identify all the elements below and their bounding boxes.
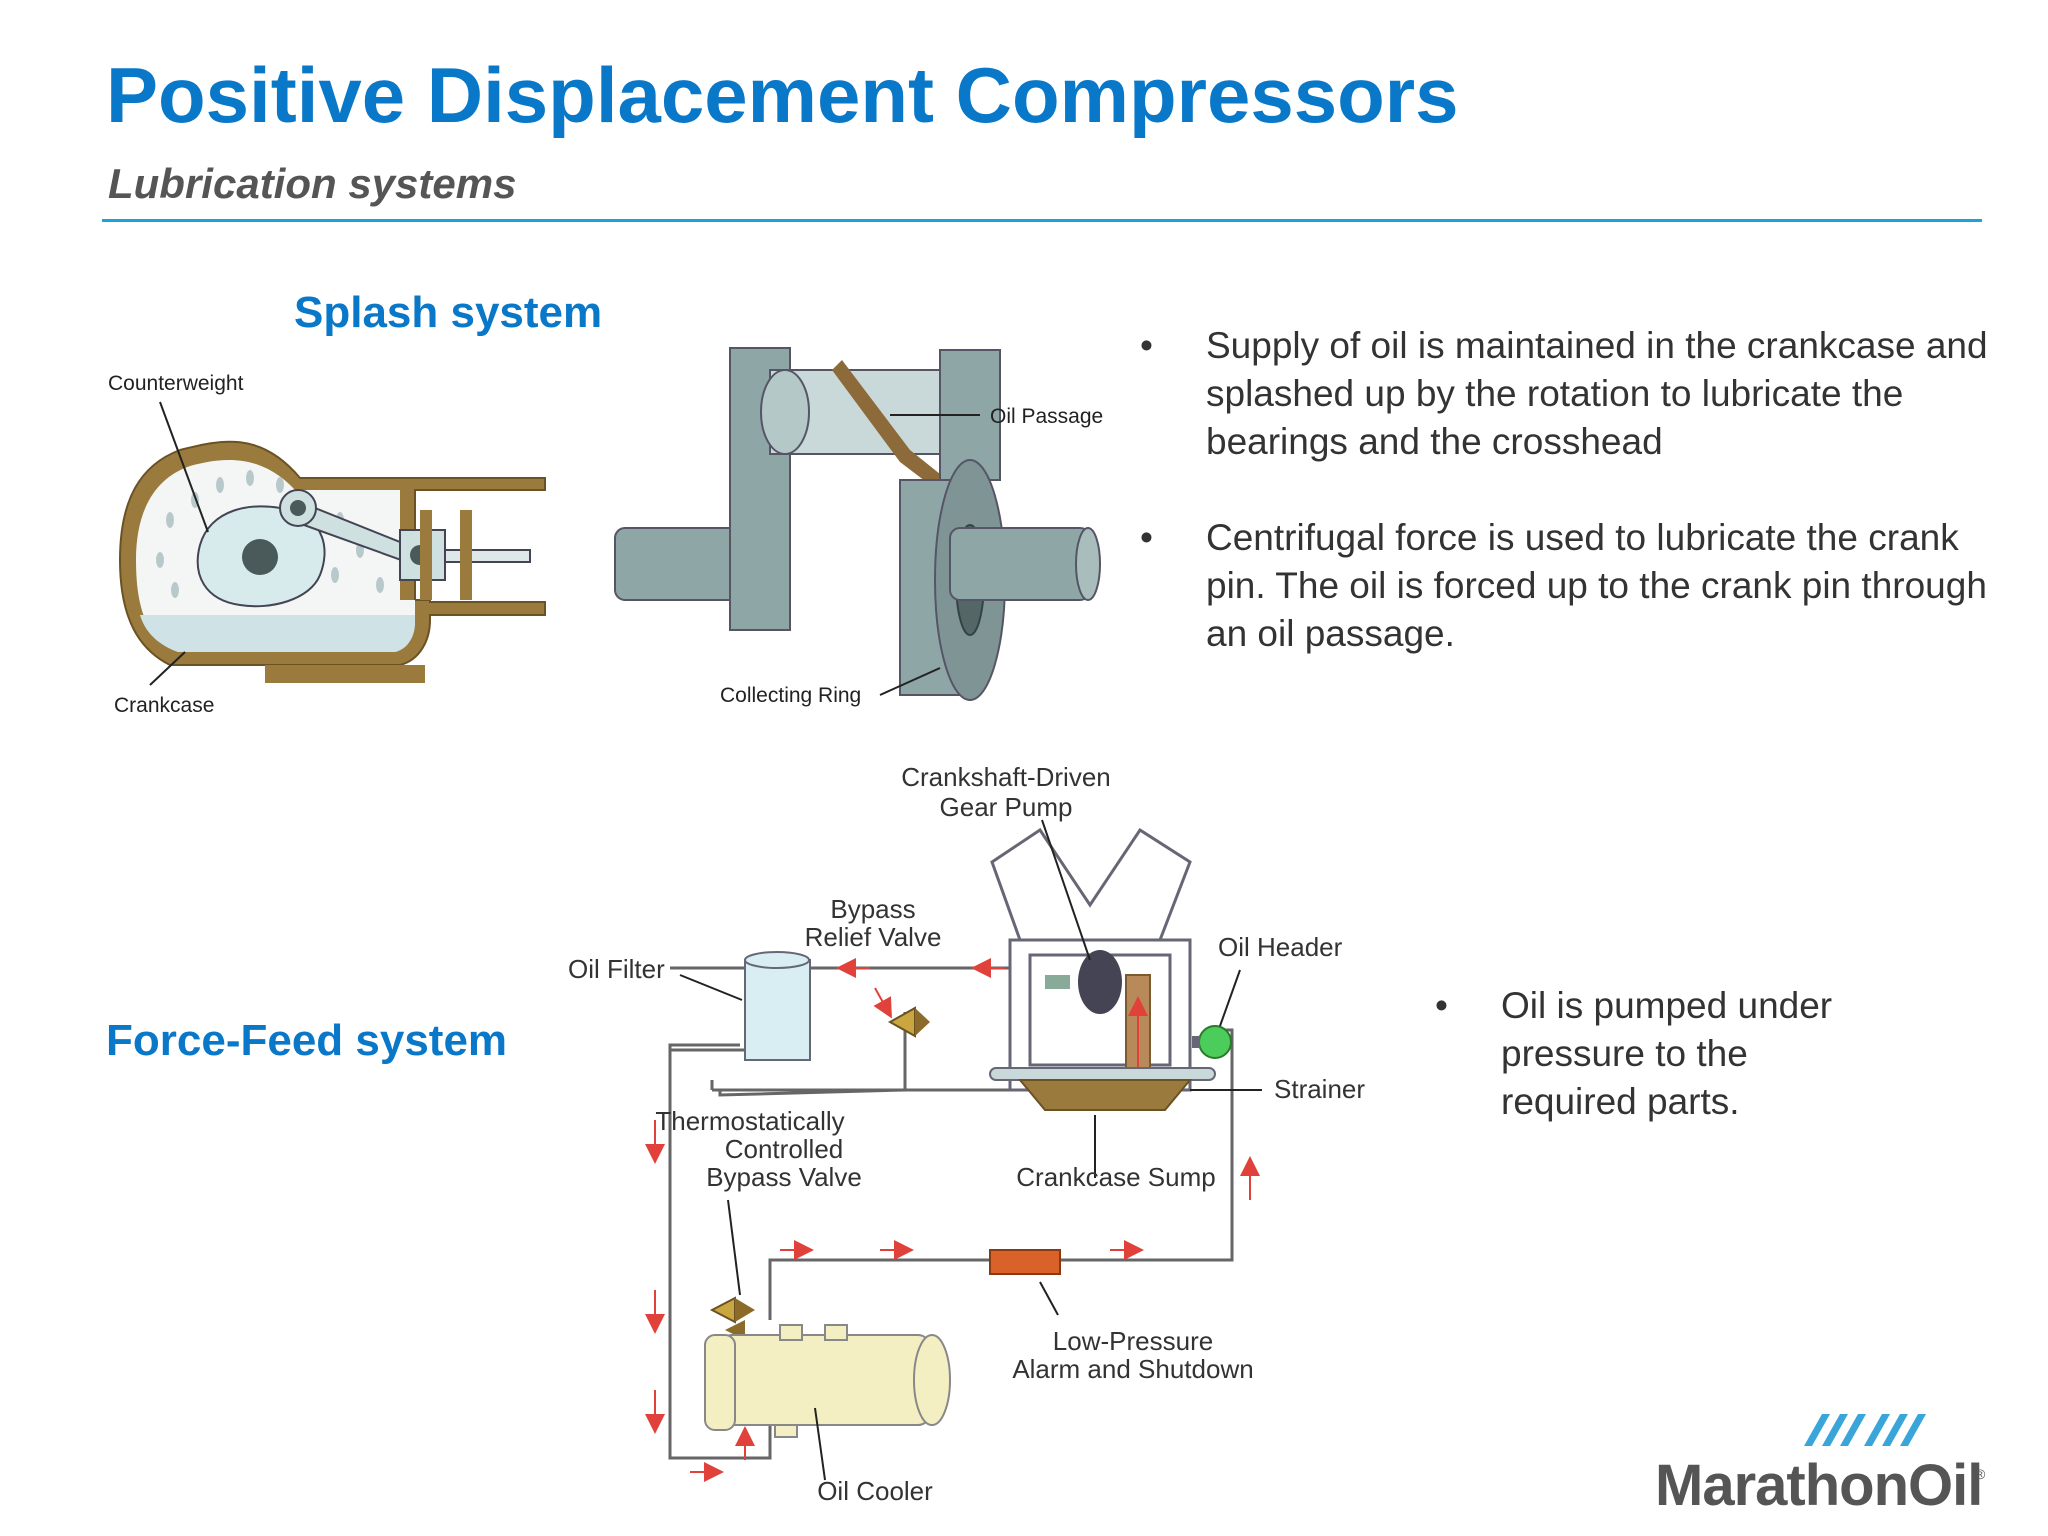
list-item: • Oil is pumped under pressure to the req… — [1435, 982, 1875, 1126]
oil-cooler-label: Oil Cooler — [817, 1476, 933, 1506]
gear-pump-label-line1: Crankshaft-Driven — [901, 762, 1111, 792]
bypass-relief-label-line1: Bypass — [830, 894, 915, 924]
oil-passage-label: Oil Passage — [990, 405, 1103, 428]
splash-system-heading: Splash system — [294, 288, 603, 337]
splash-bullet-2: Centrifugal force is used to lubricate t… — [1206, 517, 1987, 654]
bypass-relief-label-line2: Relief Valve — [805, 922, 942, 952]
bullet-marker: • — [1140, 325, 1153, 366]
force-feed-diagram: Crankshaft-Driven Gear Pump Bypass Relie… — [568, 762, 1365, 1506]
oil-filter-label: Oil Filter — [568, 954, 665, 984]
force-feed-bullet-1: Oil is pumped under pressure to the requ… — [1501, 985, 1833, 1122]
thermo-valve-label-line2: Controlled — [725, 1134, 844, 1164]
marathon-oil-logo-icon — [1804, 1414, 1926, 1446]
gear-pump-label-line2: Gear Pump — [940, 792, 1073, 822]
thermo-valve-label-line3: Bypass Valve — [706, 1162, 862, 1192]
collecting-ring-label: Collecting Ring — [720, 684, 861, 707]
page-title: Positive Displacement Compressors — [106, 51, 1459, 139]
splash-crankcase-diagram: Counterweight Crankcase — [108, 372, 546, 717]
force-feed-system-heading: Force-Feed system — [106, 1016, 508, 1065]
page-subtitle: Lubrication systems — [108, 160, 517, 207]
thermo-valve-label-line1: Thermostatically — [655, 1106, 844, 1136]
low-pressure-label-line2: Alarm and Shutdown — [1012, 1354, 1253, 1384]
low-pressure-label-line1: Low-Pressure — [1053, 1326, 1213, 1356]
oil-header-label: Oil Header — [1218, 932, 1343, 962]
splash-crankshaft-diagram: Oil Passage Collecting Ring — [614, 347, 1103, 707]
marathon-oil-logo-text: MarathonOil — [1655, 1453, 1983, 1518]
bullet-marker: • — [1435, 985, 1448, 1026]
splash-bullet-list: • Supply of oil is maintained in the cran… — [1140, 322, 2000, 706]
counterweight-label: Counterweight — [108, 372, 244, 395]
registered-mark: ® — [1975, 1466, 1986, 1482]
title-divider — [102, 219, 1982, 222]
force-feed-bullet-list: • Oil is pumped under pressure to the req… — [1435, 982, 1875, 1174]
crankcase-sump-label: Crankcase Sump — [1016, 1162, 1215, 1192]
list-item: • Supply of oil is maintained in the cran… — [1140, 322, 2000, 466]
crankcase-label: Crankcase — [114, 694, 214, 717]
strainer-label: Strainer — [1274, 1074, 1365, 1104]
splash-bullet-1: Supply of oil is maintained in the crank… — [1206, 325, 1988, 462]
bullet-marker: • — [1140, 517, 1153, 558]
list-item: • Centrifugal force is used to lubricate … — [1140, 514, 2000, 658]
